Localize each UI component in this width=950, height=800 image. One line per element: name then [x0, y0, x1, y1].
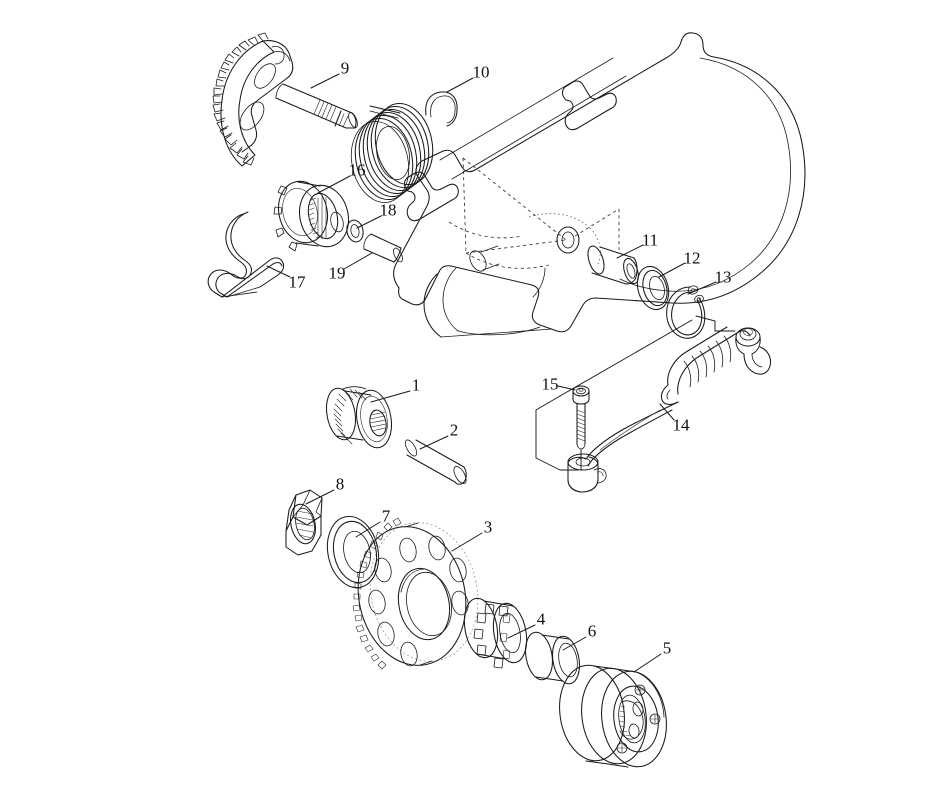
part-6-collar-spacer [525, 631, 580, 685]
part-19-dowel-pin [363, 233, 403, 263]
assembly-guide-lines [535, 315, 736, 471]
leader-18 [356, 215, 382, 229]
part-17-wire-clip [207, 211, 285, 298]
part-5-starter-clutch-rotor [559, 664, 667, 768]
callout-number-9: 9 [340, 58, 350, 78]
part-9-kick-starter-shaft [212, 32, 358, 167]
rotor-bolt [649, 713, 661, 725]
callout-number-6: 6 [587, 621, 597, 641]
callout-number-16: 16 [348, 160, 366, 180]
leader-12 [658, 262, 686, 278]
callout-number-2: 2 [449, 420, 459, 440]
part-4-roller-bearing [463, 597, 528, 669]
leader-9 [310, 73, 340, 89]
rotor-bolt [616, 742, 628, 754]
callout-number-11: 11 [641, 230, 659, 250]
part-7-plain-washer [326, 515, 380, 589]
callout-number-10: 10 [472, 62, 490, 82]
part-8-hex-nut [285, 489, 323, 556]
leader-13 [687, 281, 717, 295]
callout-number-8: 8 [335, 474, 345, 494]
callout-leaders [266, 73, 717, 673]
part-11-collar-bushing [587, 245, 639, 285]
leader-16 [317, 175, 351, 194]
callout-number-13: 13 [714, 267, 732, 287]
part-12-oil-seal [636, 265, 670, 311]
leader-7 [355, 521, 381, 538]
part-3-starter-driven-gear [352, 517, 479, 670]
callout-number-4: 4 [536, 609, 546, 629]
callout-number-12: 12 [683, 248, 701, 268]
part-13-circlip [666, 285, 706, 339]
callout-number-17: 17 [288, 272, 306, 292]
leader-19 [343, 252, 373, 270]
callout-number-18: 18 [379, 200, 397, 220]
rotor-bolt [634, 684, 646, 696]
leader-14 [659, 403, 675, 421]
callout-number-5: 5 [662, 638, 672, 658]
callout-number-1: 1 [411, 375, 421, 395]
leader-11 [616, 244, 644, 259]
part-16-kick-idle-gear [273, 180, 349, 252]
callout-number-3: 3 [483, 517, 493, 537]
callout-number-19: 19 [328, 263, 346, 283]
leader-4 [507, 624, 536, 639]
part-1-pinion-gear [325, 386, 393, 449]
leader-17 [266, 265, 291, 278]
leader-1 [370, 390, 411, 403]
crankcase-cover [393, 32, 806, 338]
leader-2 [419, 435, 449, 450]
part-14-kick-crank-lever [567, 326, 771, 493]
leader-3 [451, 532, 483, 552]
callout-number-14: 14 [672, 415, 690, 435]
part-10-return-spring [350, 91, 458, 203]
part-2-pin-shaft [404, 439, 467, 485]
part-15-pinch-bolt [572, 385, 590, 471]
leader-6 [562, 636, 587, 651]
part-18-washer [346, 219, 364, 243]
leader-15 [557, 385, 576, 391]
leader-5 [633, 653, 662, 673]
leader-10 [446, 77, 474, 93]
callout-number-15: 15 [541, 374, 559, 394]
callout-number-7: 7 [381, 506, 391, 526]
leader-8 [305, 489, 335, 505]
